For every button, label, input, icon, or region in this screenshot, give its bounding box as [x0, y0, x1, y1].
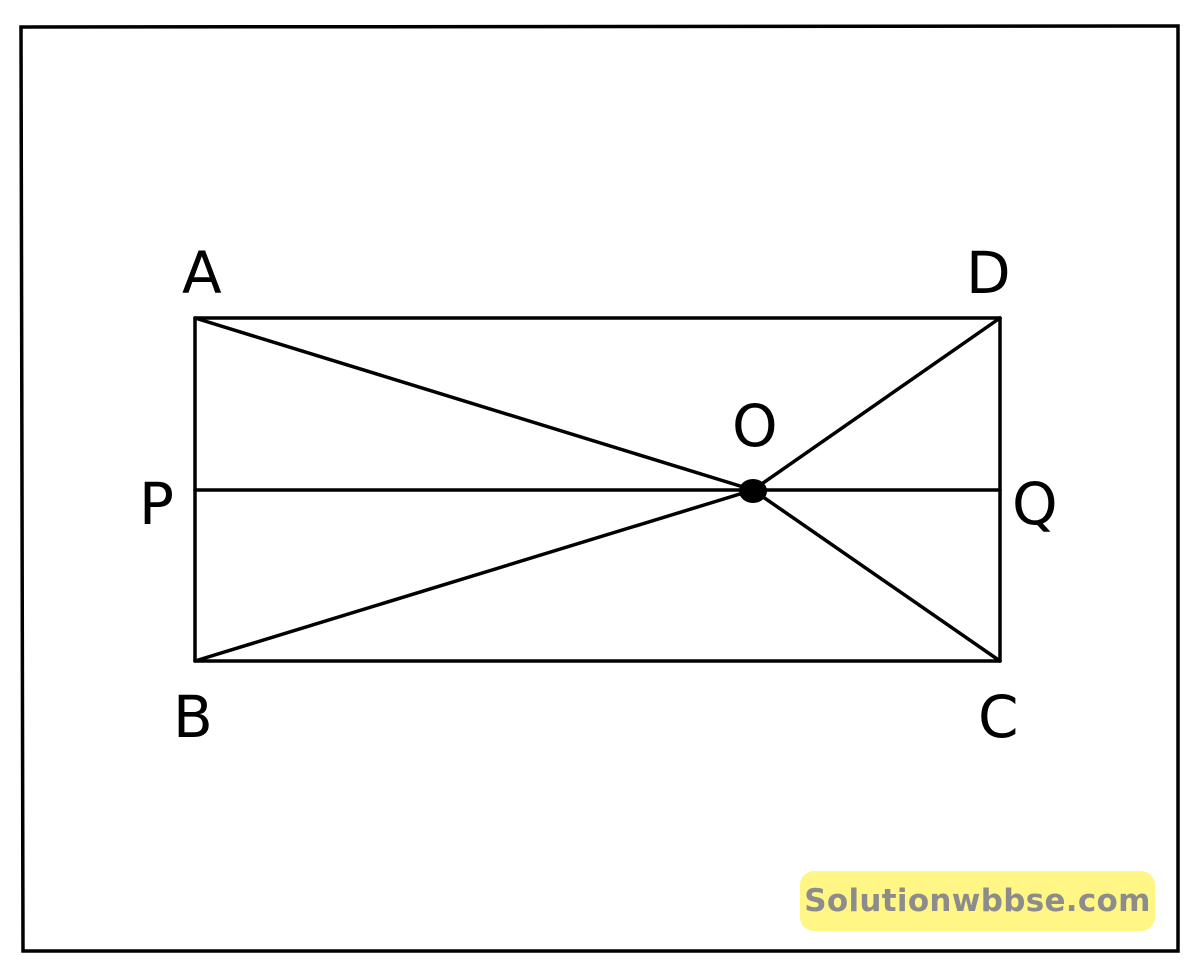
watermark-text: Solutionwbbse.com [804, 883, 1151, 919]
label-a: A [182, 239, 222, 307]
segment-oc [751, 488, 1002, 663]
label-c: C [978, 683, 1019, 751]
segment-bo [193, 488, 755, 663]
segment-ao [193, 316, 755, 492]
label-d: D [966, 239, 1011, 307]
label-b: B [173, 683, 213, 751]
label-p: P [139, 470, 174, 538]
watermark-badge: Solutionwbbse.com [800, 871, 1155, 931]
label-o: O [732, 392, 778, 460]
segment-od [751, 316, 1002, 492]
point-o [739, 479, 767, 503]
label-q: Q [1012, 470, 1058, 538]
outer-frame [19, 24, 1180, 953]
